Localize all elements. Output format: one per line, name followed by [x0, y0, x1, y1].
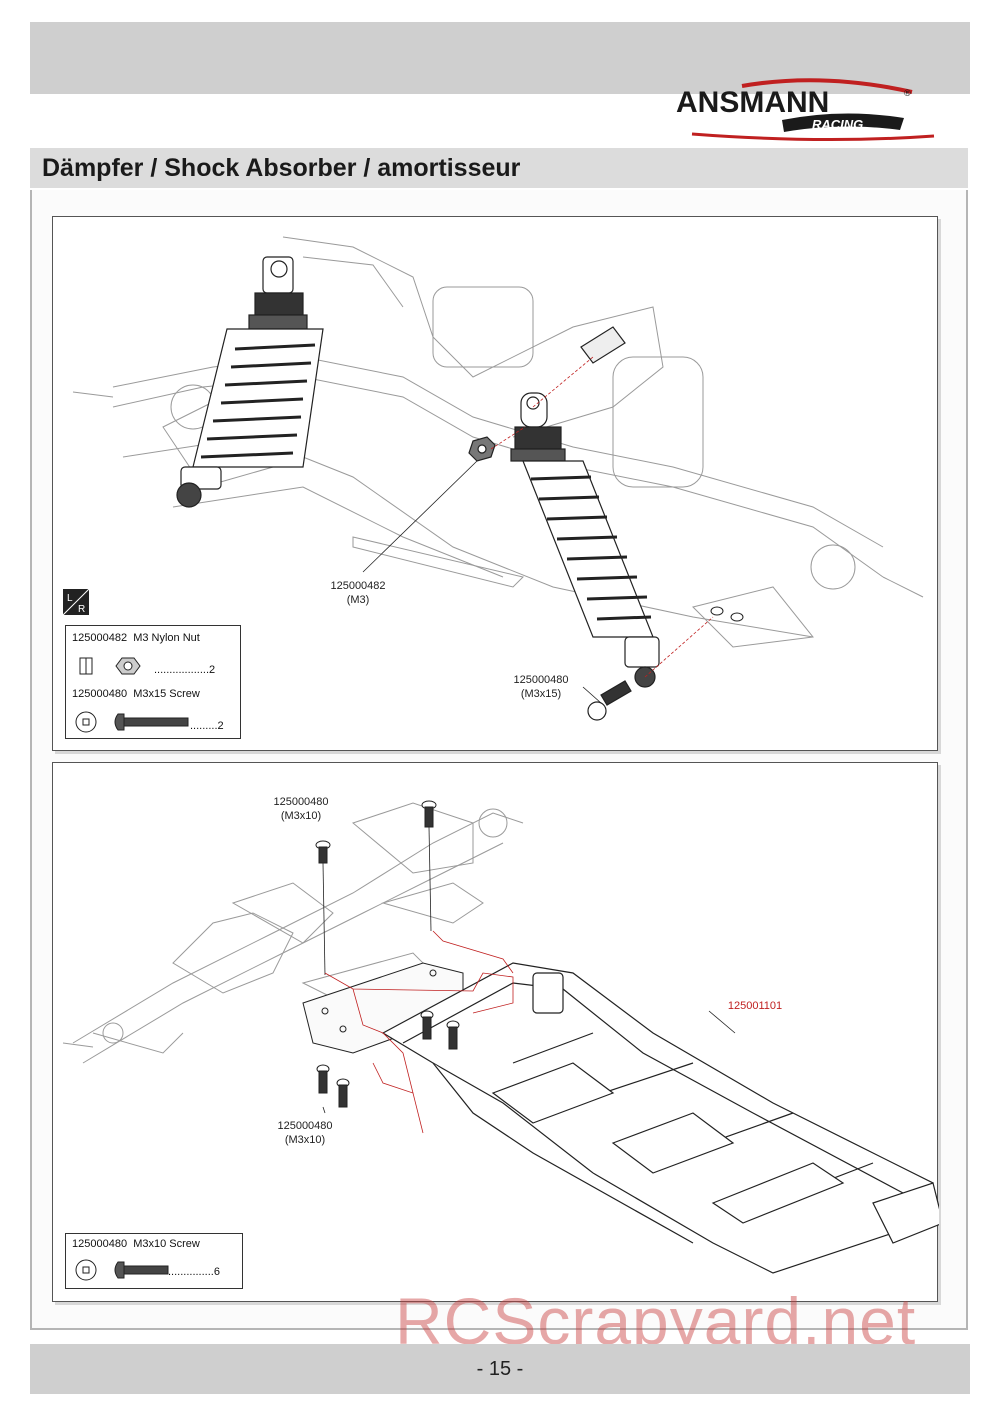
- step1-parts-list: 125000482 M3 Nylon Nut .................…: [65, 625, 241, 739]
- screw: [446, 1020, 460, 1050]
- section-title-bar: Dämpfer / Shock Absorber / amortisseur: [30, 148, 968, 188]
- bottom-screw-callout-part: 125000480: [277, 1120, 333, 1132]
- step1-panel: 125000482 (M3) 125000480 (M3x15) L R 125…: [52, 216, 938, 751]
- screw: [315, 840, 331, 864]
- part-name: M3x10 Screw: [133, 1238, 200, 1250]
- lr-label-bottom: R: [78, 604, 85, 615]
- screw-callout-size: (M3x15): [520, 688, 562, 700]
- nylon-nut-icon: [79, 657, 141, 675]
- registered-mark: ®: [904, 88, 911, 98]
- chassis-assembly-drawing: [62, 800, 939, 1274]
- parts-row: 125000482 M3 Nylon Nut: [72, 632, 200, 644]
- brand-name: ANSMANN: [676, 86, 829, 119]
- chassis-callout-part: 125001101: [727, 1000, 783, 1012]
- screw-m3x15-icon: [75, 711, 189, 733]
- screw: [316, 1064, 330, 1094]
- screw: [420, 1010, 434, 1040]
- part-number: 125000482: [72, 632, 128, 644]
- part-name: M3x15 Screw: [133, 688, 200, 700]
- footer-band: [30, 1344, 970, 1394]
- top-screw-callout-part: 125000480: [273, 796, 329, 808]
- part-number: 125000480: [72, 1238, 128, 1250]
- nut-callout-part: 125000482: [330, 580, 386, 592]
- brand-sub: RACING: [812, 117, 863, 132]
- lr-label-top: L: [67, 593, 73, 604]
- part-qty: .........2: [190, 720, 224, 732]
- part-qty: ...............6: [168, 1266, 220, 1278]
- bottom-screw-callout-size: (M3x10): [284, 1134, 326, 1146]
- nut-callout-size: (M3): [346, 594, 370, 606]
- screw-m3x10-icon: [75, 1259, 169, 1281]
- part-qty: ..................2: [154, 664, 216, 676]
- part-name: M3 Nylon Nut: [133, 632, 200, 644]
- section-title: Dämpfer / Shock Absorber / amortisseur: [42, 154, 521, 182]
- parts-row: 125000480 M3x15 Screw: [72, 688, 200, 700]
- page-number: - 15 -: [476, 1358, 524, 1380]
- step2-parts-list: 125000480 M3x10 Screw ...............6: [65, 1233, 243, 1289]
- screw-callout-part: 125000480: [513, 674, 569, 686]
- step2-panel: 125000480 (M3x10) 125000480 (M3x10) 1250…: [52, 762, 939, 1302]
- top-screw-callout-size: (M3x10): [280, 810, 322, 822]
- shock-assembly-drawing: [72, 236, 924, 721]
- parts-row: 125000480 M3x10 Screw: [72, 1238, 200, 1250]
- part-number: 125000480: [72, 688, 128, 700]
- left-right-icon: L R: [63, 589, 89, 615]
- screw: [421, 800, 437, 828]
- screw: [336, 1078, 350, 1108]
- brand-logo: ANSMANN ® RACING: [672, 78, 942, 144]
